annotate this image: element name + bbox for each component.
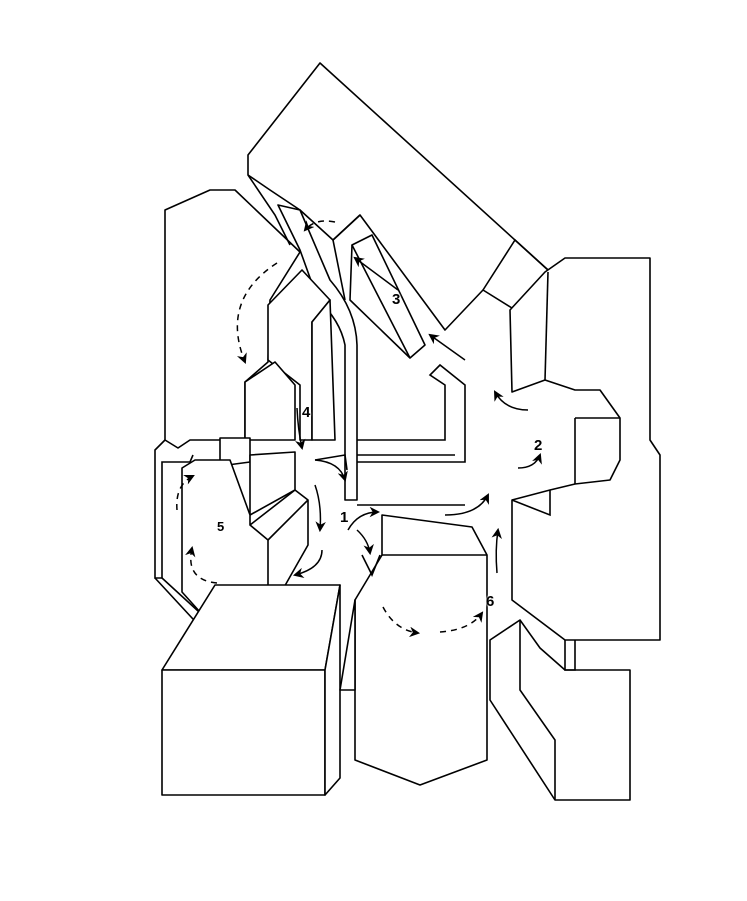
left-building [164, 189, 301, 449]
top-building-edge [482, 238, 549, 291]
block-5 [181, 459, 309, 613]
dashed-flow-arrow [236, 262, 278, 364]
courtyard-frame [314, 454, 348, 471]
bottom-left-box-front [161, 669, 326, 796]
right-building-edge [544, 271, 549, 381]
ramp-3-edge [349, 244, 411, 359]
label-5: 5 [217, 519, 225, 534]
label-1: 1 [340, 509, 349, 526]
right-building [509, 257, 661, 641]
bottom-center-edge [361, 554, 381, 577]
courtyard-frame [357, 363, 466, 463]
top-building [247, 62, 549, 331]
flow-arrow [493, 390, 529, 411]
ramp-3 [351, 234, 426, 359]
dashed-flow-arrow [303, 220, 336, 232]
bottom-center-side [339, 599, 356, 691]
bottom-right-edge [519, 620, 556, 800]
label-4: 4 [302, 404, 311, 421]
flow-arrow [491, 527, 502, 574]
top-building-edge [332, 214, 361, 301]
flow-arrow [428, 333, 466, 361]
flow-arrow [292, 549, 323, 578]
dashed-flow-arrow [382, 606, 421, 638]
bottom-left-box-side [324, 584, 341, 796]
flow-arrow [517, 453, 542, 469]
label-6: 6 [486, 593, 495, 610]
dashed-flow-arrow [185, 545, 218, 584]
block-4c [244, 361, 296, 441]
bottom-right-building [489, 619, 631, 801]
top-building-edge [247, 174, 291, 246]
dashed-flow-arrow [439, 611, 484, 633]
flow-arrow [353, 256, 399, 291]
bottom-right-edge [564, 640, 576, 671]
flow-arrow [347, 506, 381, 531]
label-2: 2 [534, 437, 543, 454]
flow-arrow [444, 493, 489, 516]
flow-arrow [356, 529, 374, 556]
right-building-edge [511, 490, 551, 517]
block-4b [311, 299, 336, 441]
dashed-flow-arrow [176, 475, 195, 511]
flow-arrow [295, 407, 306, 451]
block-5-edge [267, 499, 309, 541]
flow-arrow [314, 459, 348, 483]
flow-arrow [314, 484, 326, 533]
label-3: 3 [392, 291, 401, 308]
